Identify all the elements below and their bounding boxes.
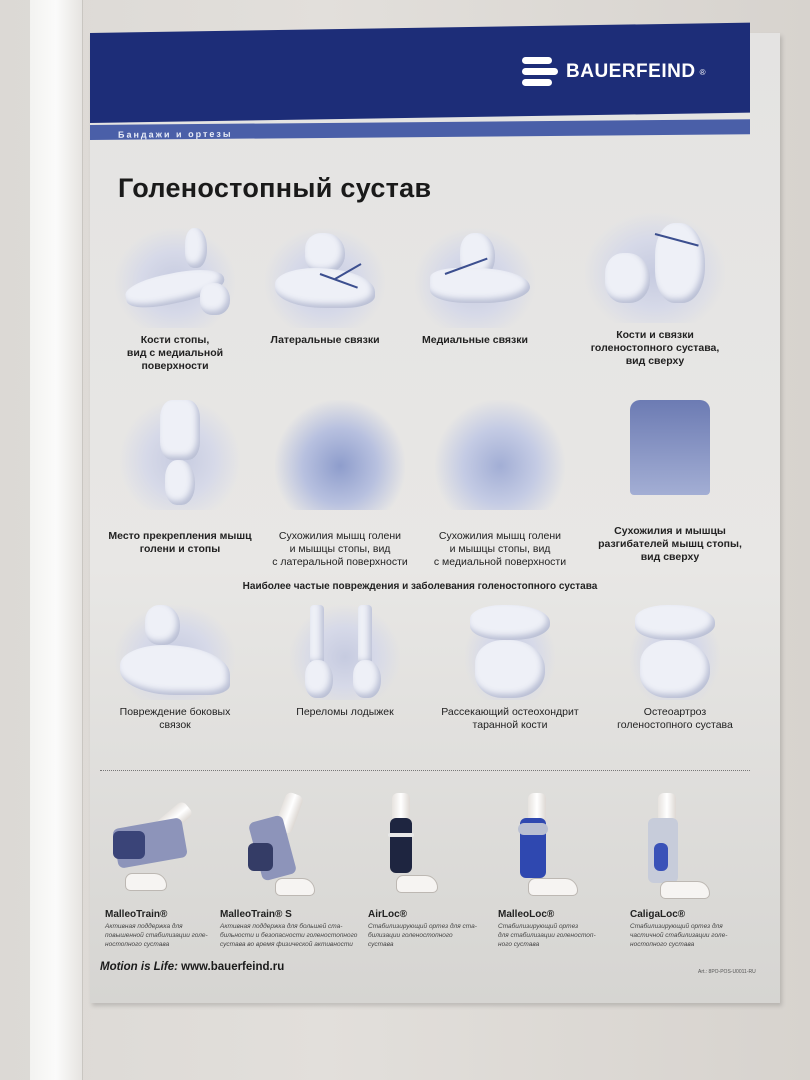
tendons-lateral-illustration xyxy=(275,400,405,510)
lateral-ligament-injury-illustration xyxy=(115,605,235,700)
article-number: Art.: 8PO-POS-U0011-RU xyxy=(698,969,756,975)
muscle-attachments-illustration xyxy=(120,400,240,510)
lateral-ligaments-illustration xyxy=(265,228,385,328)
osteochondritis-illustration xyxy=(465,605,555,700)
registered-mark: ® xyxy=(699,67,706,77)
category-label: Бандажи и ортезы xyxy=(118,128,233,140)
brand-logo: BAUERFEIND ® xyxy=(522,55,705,89)
footer-motto: Motion is Life: www.bauerfeind.ru xyxy=(100,961,285,973)
anatomy-medial-ligaments: Медиальные связки xyxy=(400,228,550,347)
osteoarthritis-illustration xyxy=(630,605,720,700)
malleolar-fracture-illustration xyxy=(290,605,400,700)
malleotrain-s-image xyxy=(220,791,360,903)
extensor-tendons-illustration xyxy=(630,400,710,495)
door-frame xyxy=(30,0,83,1080)
airloc-image xyxy=(368,793,478,903)
tendons-medial-illustration xyxy=(435,400,565,510)
anatomy-lateral-ligaments: Латеральные связки xyxy=(250,228,400,347)
injury-malleolar-fracture: Переломы лодыжек xyxy=(275,605,415,719)
malleoloc-image xyxy=(498,793,618,903)
dotted-divider xyxy=(100,770,750,771)
caligaloc-image xyxy=(630,793,750,903)
injuries-heading: Наиболее частые повреждения и заболевани… xyxy=(242,581,598,592)
malleotrain-image xyxy=(105,793,215,903)
poster-title: Голеностопный сустав xyxy=(118,173,432,203)
bauerfeind-logo-icon xyxy=(522,55,562,89)
category-band: Бандажи и ортезы xyxy=(90,119,750,140)
anatomy-poster: Бандажи и ортезы BAUERFEIND ® Голеностоп… xyxy=(90,22,780,1003)
product-malleotrain-s: MalleoTrain® S Активная поддержка для бо… xyxy=(220,791,360,949)
foot-bones-illustration xyxy=(115,228,235,328)
website-url: www.bauerfeind.ru xyxy=(181,961,285,973)
brand-name: BAUERFEIND xyxy=(566,61,696,82)
product-airloc: AirLoc® Стабилизирующий ортез для ста-би… xyxy=(368,793,478,949)
bones-top-view-illustration xyxy=(585,213,725,323)
medial-ligaments-illustration xyxy=(415,228,535,328)
